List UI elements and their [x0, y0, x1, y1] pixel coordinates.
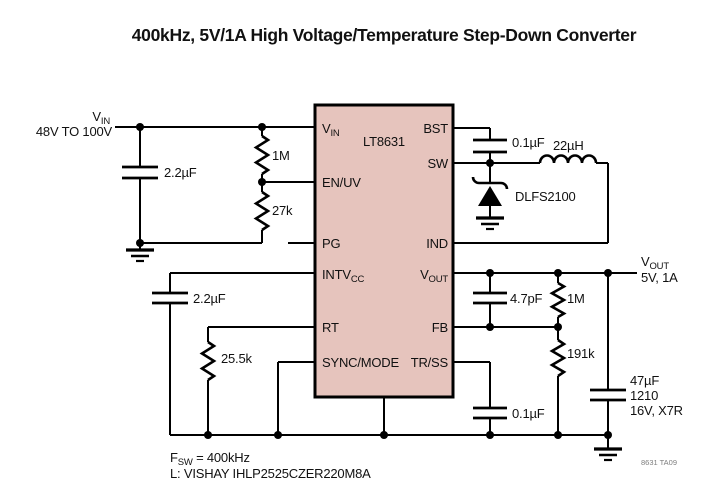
- pin-label-sw: SW: [427, 156, 448, 171]
- resistor-zigzag: [549, 338, 567, 378]
- diode-catch: DLFS2100: [471, 176, 576, 206]
- junction-dot: [604, 431, 612, 439]
- pin-label-trss: TR/SS: [411, 355, 449, 370]
- vout-spec-label: 5V, 1A: [641, 270, 678, 285]
- schematic-title: 400kHz, 5V/1A High Voltage/Temperature S…: [132, 25, 637, 45]
- fb-bottom-value: 191k: [567, 346, 595, 361]
- pin-label-bst: BST: [423, 121, 448, 136]
- resistor-zigzag: [199, 340, 217, 382]
- inductor-note: L: VISHAY IHLP2525CZER220M8A: [170, 466, 371, 481]
- divider-bottom-value: 27k: [272, 203, 293, 218]
- intvcc-cap-value: 2.2µF: [193, 291, 226, 306]
- junction-dot: [204, 431, 212, 439]
- resistor-divider-top: 1M: [253, 134, 290, 176]
- junction-dot: [604, 269, 612, 277]
- inductor-value: 22µH: [553, 138, 584, 153]
- junction-dot: [136, 123, 144, 131]
- capacitor-output: 47µF 1210 16V, X7R: [590, 373, 683, 418]
- pin-label-intvcc: INTVCC: [322, 267, 364, 285]
- ground-symbol-output: [594, 447, 622, 462]
- junction-dot: [274, 431, 282, 439]
- resistor-divider-bottom: 27k: [253, 190, 293, 232]
- pin-label-ind: IND: [426, 236, 448, 251]
- inductor-l1: 22µH: [538, 138, 598, 164]
- junction-dot: [486, 269, 494, 277]
- input-cap-value: 2.2µF: [164, 165, 197, 180]
- vin-rail-label: VIN: [92, 109, 110, 127]
- pin-label-sync-mode: SYNC/MODE: [322, 355, 399, 370]
- resistor-rt: 25.5k: [199, 340, 253, 382]
- pin-label-rt: RT: [322, 320, 339, 335]
- resistor-zigzag: [253, 190, 271, 232]
- vout-rail-label: VOUT: [641, 254, 669, 272]
- inductor-coil: [538, 154, 598, 164]
- pin-label-enuv: EN/UV: [322, 175, 361, 190]
- pin-label-pg: PG: [322, 236, 340, 251]
- capacitor-intvcc: 2.2µF: [152, 291, 226, 306]
- junction-dot: [136, 239, 144, 247]
- resistor-zigzag: [253, 134, 271, 176]
- resistor-fb-bottom: 191k: [549, 338, 595, 378]
- ic-body: [313, 103, 455, 399]
- wires: [115, 126, 637, 449]
- boost-cap-value: 0.1µF: [512, 135, 545, 150]
- diode-part-number: DLFS2100: [515, 189, 576, 204]
- junction-dot: [486, 431, 494, 439]
- ground-symbol-input: [126, 248, 154, 263]
- capacitor-feedforward: 4.7pF: [473, 291, 543, 306]
- capacitor-softstart: 0.1µF: [473, 406, 545, 421]
- capacitor-input: 2.2µF: [122, 165, 197, 180]
- ic-lt8631: LT8631 VIN EN/UV PG INTVCC RT SYNC/MODE …: [313, 103, 455, 399]
- pin-label-fb: FB: [432, 320, 448, 335]
- doc-id: 8631 TA09: [641, 458, 677, 467]
- output-cap-size: 1210: [630, 388, 658, 403]
- pin-label-vin: VIN: [322, 121, 340, 139]
- rt-resistor-value: 25.5k: [221, 351, 253, 366]
- fsw-note: FSW = 400kHz: [170, 450, 250, 468]
- diode-triangle: [478, 186, 502, 206]
- vin-range-label: 48V TO 100V: [36, 124, 113, 139]
- junction-dot: [554, 431, 562, 439]
- junction-dot: [554, 323, 562, 331]
- pin-label-vout: VOUT: [420, 267, 448, 285]
- junction-dot: [486, 159, 494, 167]
- junction-dot: [258, 178, 266, 186]
- junction-dots: [136, 123, 612, 439]
- resistor-fb-top: 1M: [549, 281, 585, 319]
- ground-symbol-diode: [476, 216, 504, 231]
- divider-top-value: 1M: [272, 148, 290, 163]
- junction-dot: [380, 431, 388, 439]
- capacitor-boost: 0.1µF: [473, 135, 545, 154]
- ss-cap-value: 0.1µF: [512, 406, 545, 421]
- junction-dot: [554, 269, 562, 277]
- fb-top-value: 1M: [567, 291, 585, 306]
- output-cap-value: 47µF: [630, 373, 659, 388]
- output-cap-rating: 16V, X7R: [630, 403, 683, 418]
- ic-part-number: LT8631: [363, 134, 405, 149]
- ff-cap-value: 4.7pF: [510, 291, 543, 306]
- junction-dot: [486, 323, 494, 331]
- diode-cathode-bar: [471, 176, 509, 190]
- resistor-zigzag: [549, 281, 567, 319]
- junction-dot: [258, 123, 266, 131]
